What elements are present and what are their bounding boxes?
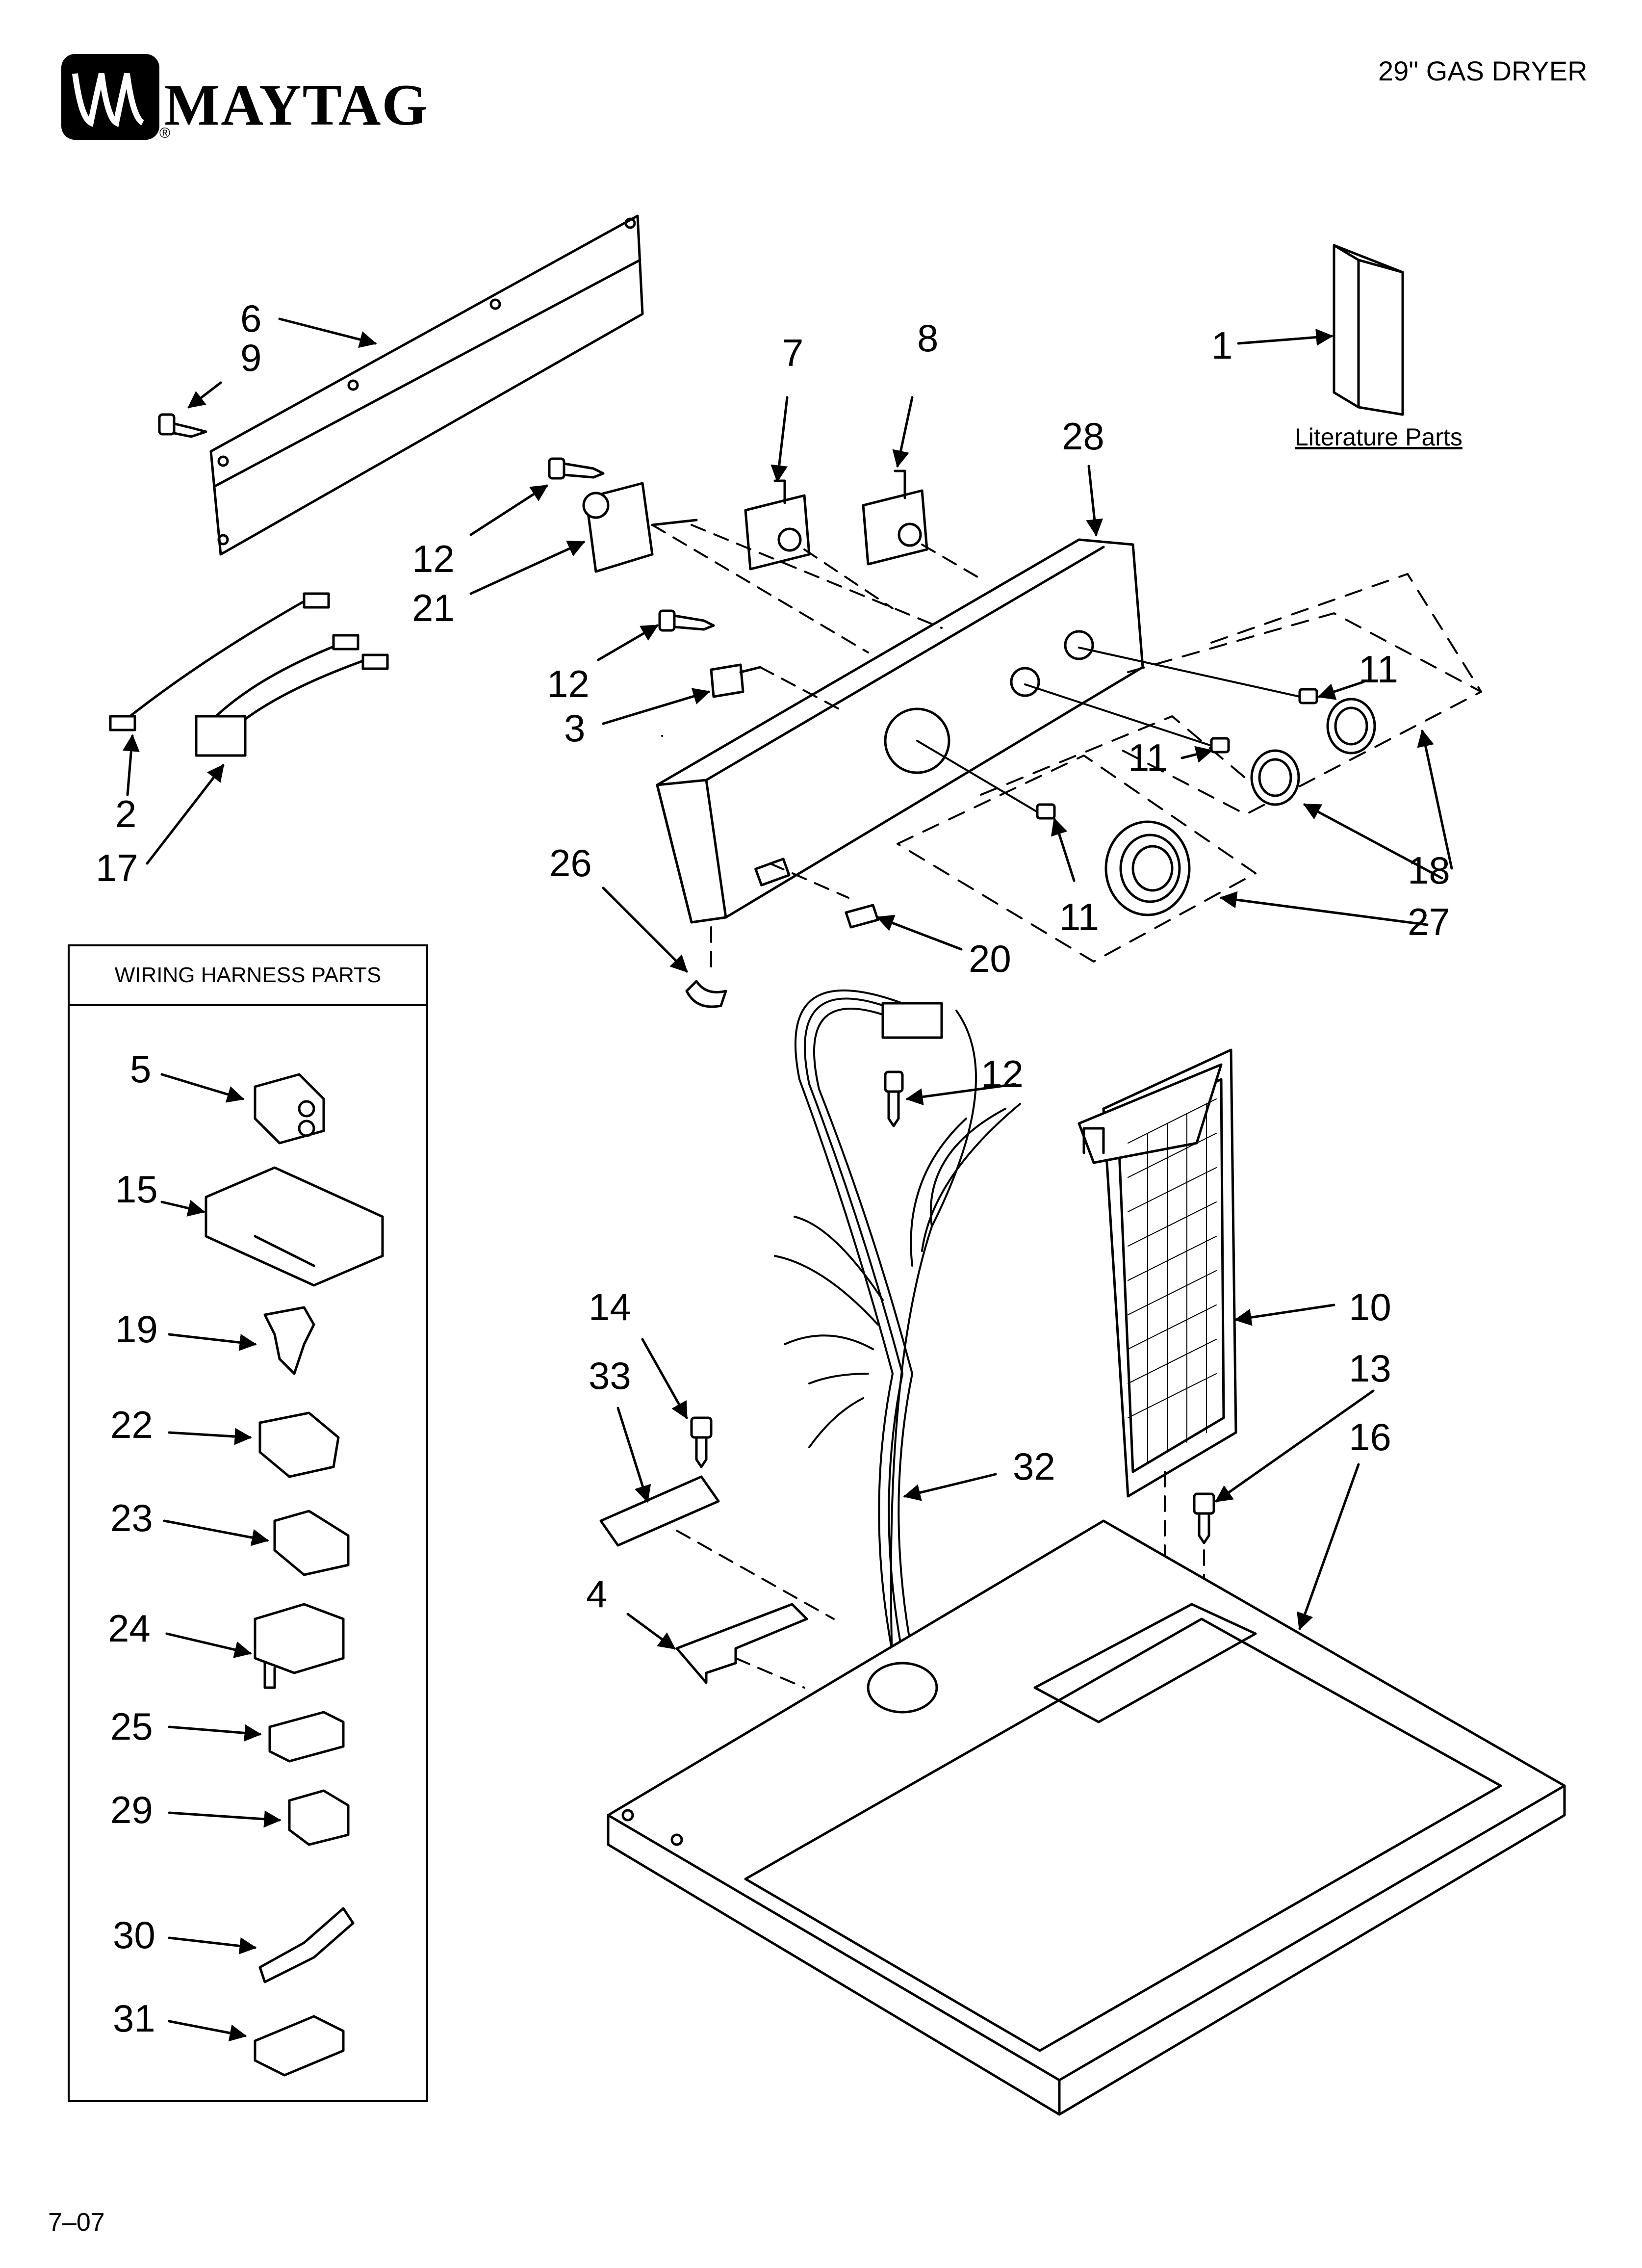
knob-kit-outlines xyxy=(897,573,1482,963)
callout-22: 22 xyxy=(110,1403,153,1446)
wiring-harness-parts-box: WIRING HARNESS PARTS xyxy=(68,944,428,2102)
screw-12-lower xyxy=(884,1070,904,1127)
callout-13: 13 xyxy=(1349,1347,1391,1390)
clip-26 xyxy=(685,980,727,1008)
lint-screen-10 xyxy=(1078,1048,1237,1498)
maytag-logo xyxy=(61,54,159,142)
screw-9 xyxy=(158,413,207,438)
harness-part-5 xyxy=(254,1073,325,1145)
harness-part-31 xyxy=(254,2015,345,2077)
callout-28: 28 xyxy=(1062,415,1104,458)
knob-27 xyxy=(1104,820,1191,916)
callout-27: 27 xyxy=(1408,900,1450,943)
rear-panel xyxy=(209,214,644,556)
assembly-lines xyxy=(651,524,982,977)
callout-25: 25 xyxy=(110,1705,153,1748)
harness-part-23 xyxy=(273,1510,350,1576)
wire-harness-2-17 xyxy=(109,592,389,757)
harness-part-19 xyxy=(263,1306,315,1375)
knob-18-upper xyxy=(1326,698,1376,755)
callout-12-lower: 12 xyxy=(981,1052,1024,1095)
callout-20: 20 xyxy=(969,937,1011,980)
wiring-harness-title: WIRING HARNESS PARTS xyxy=(70,946,426,1006)
switch-7 xyxy=(744,479,811,571)
callout-12-middle: 12 xyxy=(547,662,590,705)
callout-19: 19 xyxy=(115,1307,158,1351)
callout-5: 5 xyxy=(130,1047,152,1091)
harness-part-22 xyxy=(258,1411,340,1478)
callout-31: 31 xyxy=(113,1997,155,2040)
callout-6: 6 xyxy=(240,297,262,340)
callout-18: 18 xyxy=(1408,849,1450,892)
callout-21: 21 xyxy=(412,586,455,629)
harness-part-25 xyxy=(268,1711,345,1763)
bracket-4 xyxy=(675,1603,808,1684)
callout-23: 23 xyxy=(110,1496,153,1539)
callout-3: 3 xyxy=(564,706,586,750)
harness-part-29 xyxy=(288,1789,350,1846)
label-20 xyxy=(845,904,879,929)
callout-30: 30 xyxy=(113,1913,155,1956)
callout-32: 32 xyxy=(1013,1445,1055,1488)
model-title: 29" GAS DRYER xyxy=(1378,55,1588,86)
harness-part-15 xyxy=(205,1166,384,1287)
callout-4: 4 xyxy=(586,1572,608,1616)
screw-14 xyxy=(690,1416,713,1468)
callout-11-bottom: 11 xyxy=(1059,895,1099,938)
callout-14: 14 xyxy=(589,1285,631,1329)
callout-11-middle: 11 xyxy=(1128,736,1168,779)
control-console-28 xyxy=(656,538,1144,924)
callout-8: 8 xyxy=(917,316,939,360)
callout-11-top: 11 xyxy=(1359,648,1398,691)
harness-part-24 xyxy=(254,1603,345,1689)
switch-8 xyxy=(862,469,928,566)
callout-12-upper: 12 xyxy=(412,537,455,580)
brand-name: MAYTAG xyxy=(164,72,429,137)
screw-13 xyxy=(1193,1492,1215,1544)
callout-16: 16 xyxy=(1349,1415,1391,1459)
callout-7: 7 xyxy=(782,331,804,374)
literature-parts-book xyxy=(1333,244,1404,416)
page-code: 7–07 xyxy=(48,2208,105,2237)
literature-parts-label: Literature Parts xyxy=(1295,423,1462,451)
harness-part-30 xyxy=(258,1907,355,1983)
callout-29: 29 xyxy=(110,1788,153,1831)
callout-17: 17 xyxy=(96,846,138,889)
callout-9: 9 xyxy=(240,336,262,379)
callout-10: 10 xyxy=(1349,1285,1391,1329)
main-wire-harness-32 xyxy=(774,989,1021,1679)
switch-21 xyxy=(582,482,698,573)
callout-15: 15 xyxy=(115,1168,158,1211)
knob-18-lower xyxy=(1250,749,1300,806)
lint-screen-mesh xyxy=(1128,1098,1217,1462)
callout-1: 1 xyxy=(1211,324,1233,367)
bracket-33 xyxy=(599,1475,720,1547)
callout-26: 26 xyxy=(549,841,592,885)
registered-mark: ® xyxy=(159,125,171,141)
top-panel-16 xyxy=(607,1519,1566,2116)
leader-arrows xyxy=(122,317,1453,2042)
screw-12-middle xyxy=(658,609,715,632)
knob-link-lines xyxy=(916,647,1301,813)
part-3-block xyxy=(710,663,762,698)
callout-24: 24 xyxy=(108,1607,151,1650)
screw-12-upper xyxy=(548,457,605,480)
maytag-logo-mark xyxy=(61,54,159,140)
callout-2: 2 xyxy=(115,792,137,835)
callout-33: 33 xyxy=(589,1354,631,1397)
